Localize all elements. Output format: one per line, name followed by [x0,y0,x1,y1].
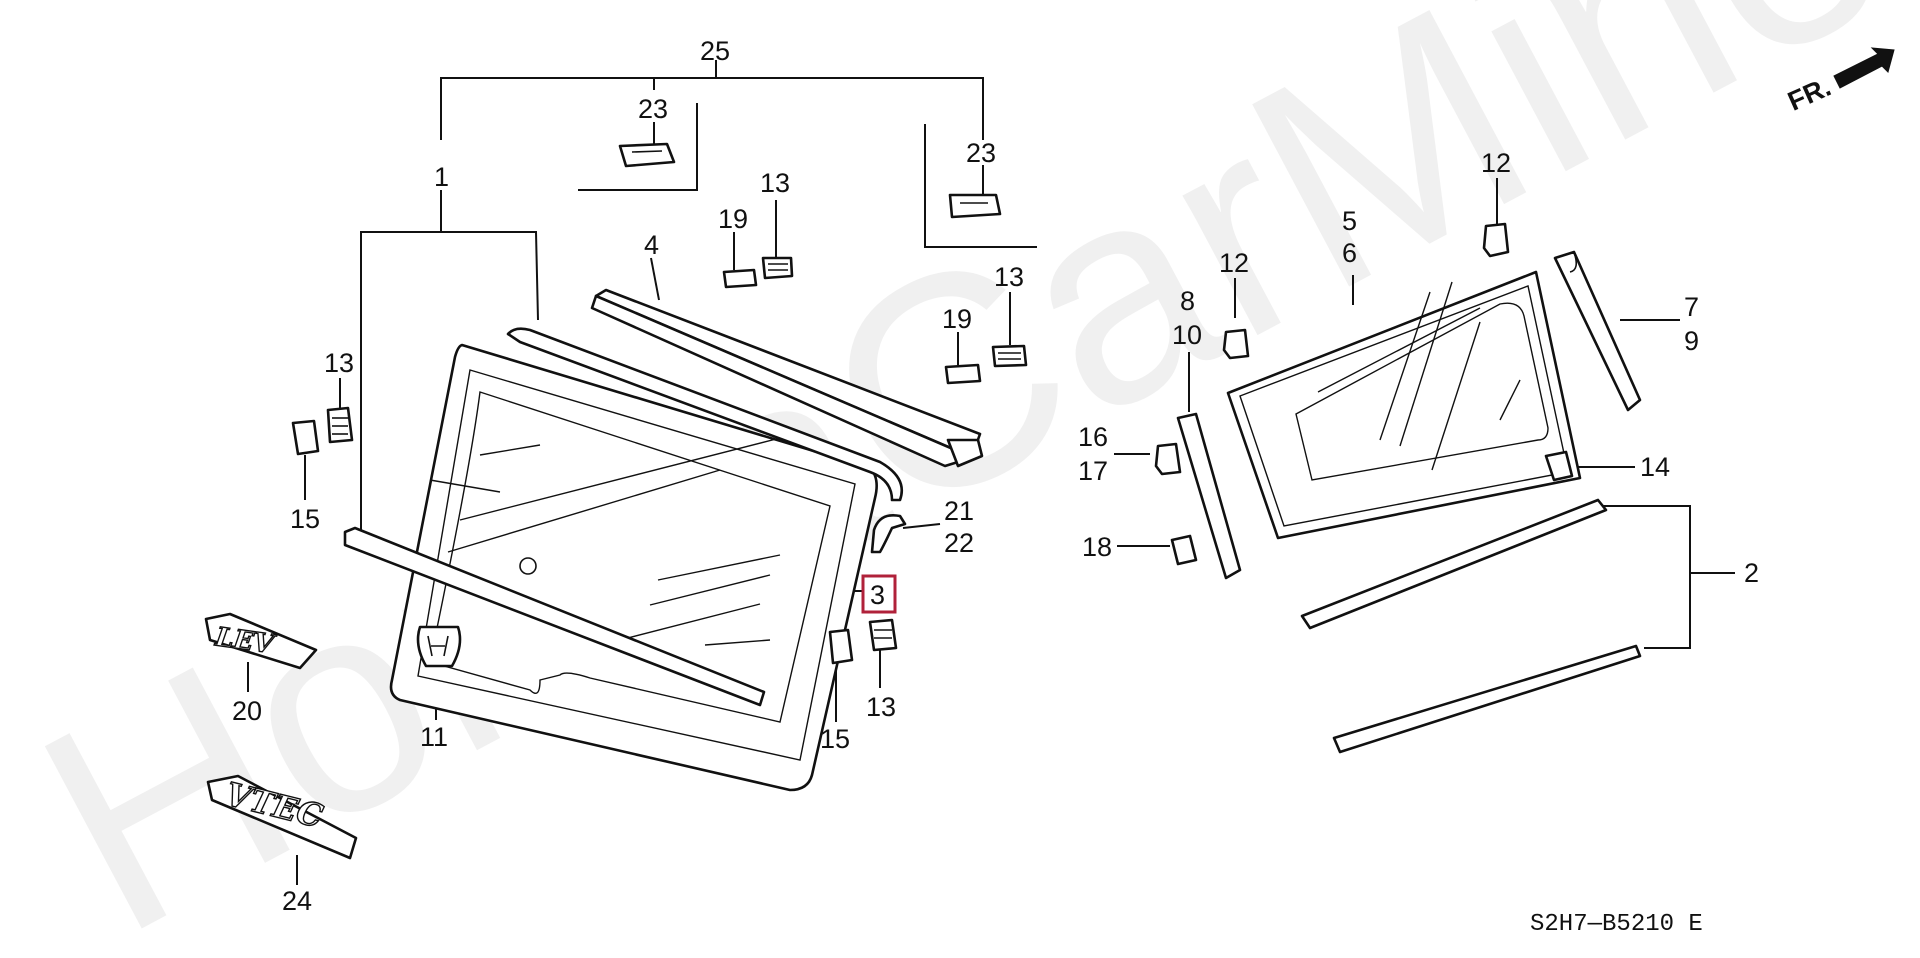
clip-14 [1544,450,1574,482]
weatherstrip-top [506,327,904,502]
callout-5: 5 [1342,206,1357,236]
pillar-molding-7 [1553,250,1642,412]
callout-4: 4 [644,230,659,260]
clip-19-top [722,268,758,289]
clip-12-mid [1222,328,1250,360]
callout-7: 7 [1684,292,1699,322]
clip-15-lower [828,628,854,665]
callout-18: 18 [1082,532,1112,562]
weatherstrip-bottom [343,526,766,707]
callout-21: 21 [944,496,974,526]
callout-25: 25 [700,36,730,66]
molding-2-upper [1300,498,1608,630]
callout-8: 8 [1180,286,1195,316]
clip-19-right [944,363,982,385]
callout-3: 3 [870,580,885,610]
callout-13-lower: 13 [866,692,896,722]
callout-12-mid: 12 [1219,248,1249,278]
callout-1: 1 [434,162,449,192]
callout-23-right: 23 [966,138,996,168]
callout-15-left: 15 [290,504,320,534]
molding-4 [590,288,984,468]
callout-9: 9 [1684,326,1699,356]
corner-piece-21 [870,514,907,554]
callout-23-left: 23 [638,94,668,124]
clip-12-top [1482,222,1510,258]
callout-13-left: 13 [324,348,354,378]
callout-16: 16 [1078,422,1108,452]
clip-13-lower [868,618,898,652]
callout-labels: 25 1 23 23 13 19 4 13 19 13 15 21 22 3 1… [232,36,1759,916]
callout-17: 17 [1078,456,1108,486]
clip-18 [1170,534,1198,566]
clip-13-right [991,344,1028,368]
front-direction-arrow-icon [1833,47,1895,89]
molding-2-lower [1332,644,1642,754]
callout-10: 10 [1172,320,1202,350]
callout-14: 14 [1640,452,1670,482]
callout-6: 6 [1342,238,1357,268]
callout-15-lower: 15 [820,724,850,754]
clip-23-right [948,193,1002,219]
callout-24: 24 [282,886,312,916]
callout-20: 20 [232,696,262,726]
callout-2: 2 [1744,558,1759,588]
callout-12-top: 12 [1481,148,1511,178]
callout-13-top: 13 [760,168,790,198]
pillar-molding-8 [1176,412,1242,580]
clip-13-left [326,406,354,444]
clip-23-left [618,142,676,168]
clip-13-top [761,256,794,280]
diagram-code: S2H7—B5210 E [1530,911,1703,938]
callout-19-right: 19 [942,304,972,334]
callout-13-right: 13 [994,262,1024,292]
emblem-h-11 [416,625,462,668]
clip-16 [1154,442,1182,476]
callout-11: 11 [420,722,448,752]
clip-15-left [291,419,320,456]
callout-22: 22 [944,528,974,558]
leader-lines [247,60,1735,885]
callout-3-highlight [861,574,897,614]
callout-19-top: 19 [718,204,748,234]
